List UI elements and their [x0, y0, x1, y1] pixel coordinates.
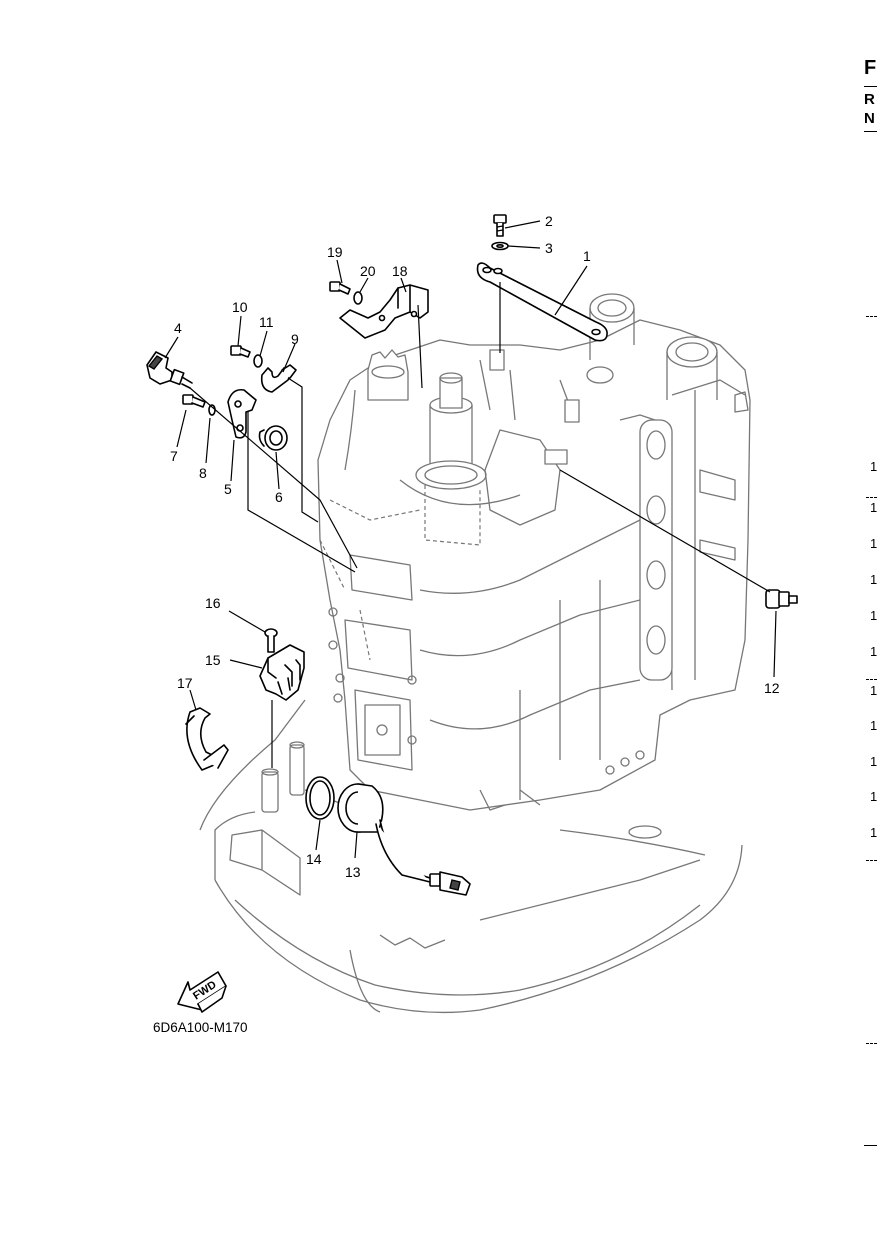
part-6-grommet [258, 425, 288, 451]
engine-block [199, 293, 751, 1014]
callout-3: 3 [545, 240, 553, 256]
edge-num-6: 1 [870, 644, 877, 659]
callout-20: 20 [360, 263, 376, 279]
callout-13: 13 [345, 864, 361, 880]
diagram-code: 6D6A100-M170 [153, 1020, 248, 1035]
edge-dash-1 [866, 316, 877, 317]
edge-rule-1 [864, 86, 877, 87]
callout-11: 11 [259, 314, 274, 330]
edge-num-2: 1 [870, 500, 877, 515]
part-18-bracket [339, 284, 429, 339]
callout-19: 19 [327, 244, 343, 260]
part-20-washer [353, 291, 363, 305]
part-10-bolt [230, 345, 251, 358]
part-5-bracket [227, 388, 257, 439]
part-9-clamp [260, 364, 297, 393]
callout-7: 7 [170, 448, 178, 464]
edge-num-8: 1 [870, 718, 877, 733]
part-1-strap [476, 262, 608, 342]
callout-15: 15 [205, 652, 221, 668]
fwd-arrow-icon: FWD [177, 971, 227, 1013]
part-14-o-ring [305, 776, 335, 820]
edge-rule-2 [864, 131, 877, 132]
part-11-washer [253, 354, 263, 368]
part-17-clip [185, 707, 229, 771]
part-7-bolt [182, 394, 206, 408]
part-15-bracket [259, 644, 305, 701]
edge-num-7: 1 [870, 683, 877, 698]
edge-rule-3 [864, 1145, 877, 1146]
part-4-sensor [146, 351, 193, 389]
callout-5: 5 [224, 481, 232, 497]
edge-num-3: 1 [870, 536, 877, 551]
callout-12: 12 [764, 680, 780, 696]
edge-dash-4 [866, 860, 877, 861]
part-3-washer [491, 241, 509, 251]
callout-14: 14 [306, 851, 322, 867]
part-2-bolt [493, 214, 507, 237]
edge-dash-3 [866, 679, 877, 680]
callout-1: 1 [583, 248, 591, 264]
callout-4: 4 [174, 320, 182, 336]
callout-9: 9 [291, 331, 299, 347]
part-12-sensor [765, 589, 798, 609]
leader-lines [164, 220, 777, 859]
edge-num-10: 1 [870, 789, 877, 804]
callout-16: 16 [205, 595, 221, 611]
part-19-bolt [329, 281, 351, 295]
callout-10: 10 [232, 299, 248, 315]
edge-num-11: 1 [870, 825, 877, 840]
edge-dash-5 [866, 1043, 877, 1044]
callout-labels: 1 2 3 4 5 6 7 8 9 10 11 12 13 14 15 16 1… [170, 213, 780, 880]
callout-17: 17 [177, 675, 193, 691]
edge-num-9: 1 [870, 754, 877, 769]
edge-letter-3: N [864, 110, 875, 127]
edge-num-5: 1 [870, 608, 877, 623]
edge-letter-2: R [864, 91, 875, 108]
callout-2: 2 [545, 213, 553, 229]
edge-dash-2 [866, 497, 877, 498]
edge-letter-1: F [864, 57, 877, 79]
part-16-screw [264, 628, 278, 653]
callout-8: 8 [199, 465, 207, 481]
callout-18: 18 [392, 263, 408, 279]
callout-6: 6 [275, 489, 283, 505]
part-13-sensor [337, 783, 471, 896]
edge-num-4: 1 [870, 572, 877, 587]
edge-num-1: 1 [870, 459, 877, 474]
